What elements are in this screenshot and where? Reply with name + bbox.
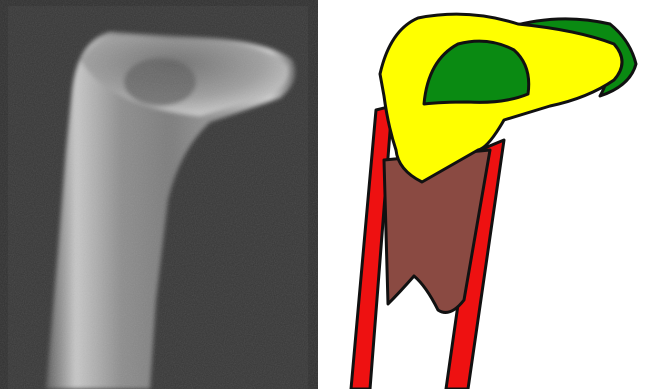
radiograph-image [0,0,318,389]
radiograph-panel [0,0,318,389]
schematic-drawing [318,0,645,389]
schematic-panel [318,0,645,389]
radiograph-grain [8,6,308,389]
